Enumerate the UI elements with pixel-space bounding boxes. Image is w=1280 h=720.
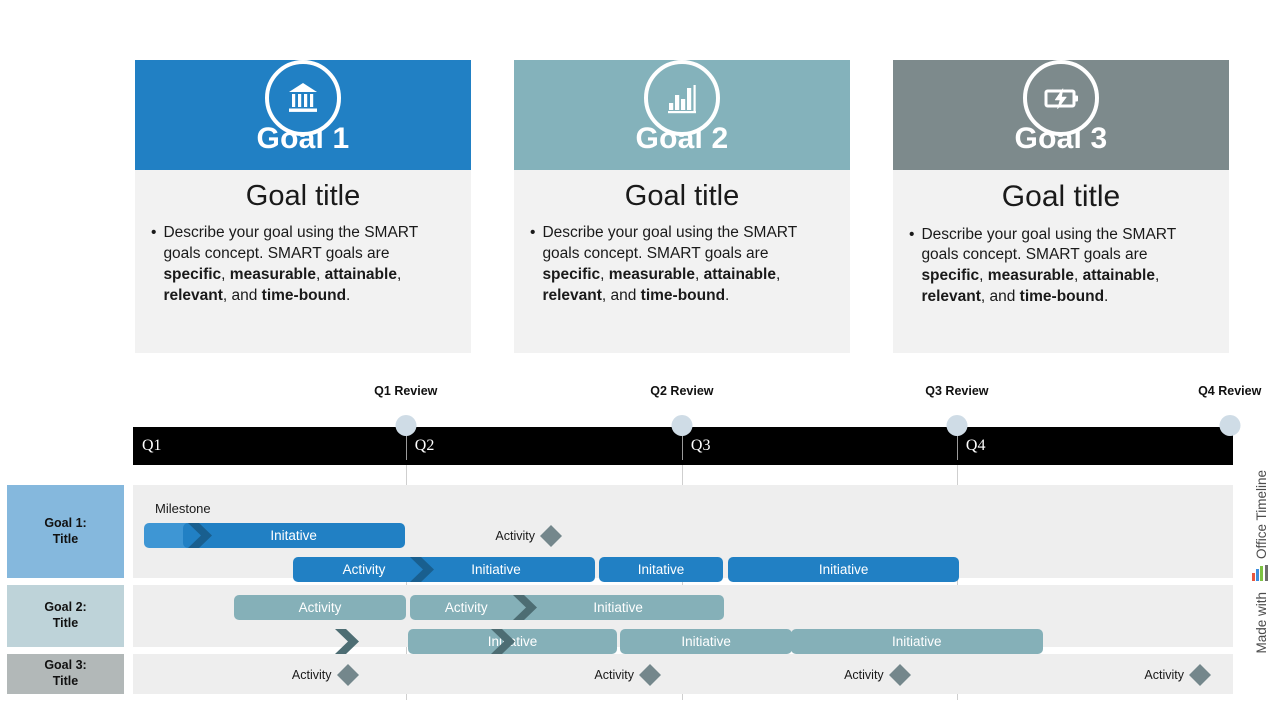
activity-diamond-label: Activity — [495, 529, 535, 543]
quarter-label-q4: Q4 — [965, 437, 986, 454]
goal-card-bullet: • Describe your goal using the SMART goal… — [151, 223, 455, 307]
timeline-bar-label: Activity — [444, 600, 488, 615]
timeline-gridline — [405, 465, 407, 700]
timeline-bar-label: Initiative — [471, 562, 521, 577]
quarter-label-q2: Q2 — [414, 437, 435, 454]
activity-diamond-icon[interactable] — [539, 524, 563, 548]
goal-card-body-2: Goal title • Describe your goal using the … — [514, 170, 850, 353]
office-timeline-watermark: Office Timeline Made with — [1244, 470, 1278, 720]
quarter-label-q3: Q3 — [690, 437, 711, 454]
activity-diamond-icon[interactable] — [888, 663, 912, 687]
timeline-bar-label: Initiative — [891, 634, 942, 649]
quarter-separator — [956, 433, 958, 460]
review-label: Q4 Review — [1198, 384, 1262, 398]
quarter-separator — [681, 433, 683, 460]
bullet-dot-icon: • — [909, 225, 915, 243]
bank-columns-icon — [265, 60, 341, 136]
timeline-bar-label: Activity — [298, 600, 342, 615]
timeline-chevron-icon — [490, 629, 517, 654]
goal-row-label-line2: Title — [52, 674, 79, 688]
battery-charging-icon — [1023, 60, 1099, 136]
timeline-gridline — [956, 465, 958, 700]
goal-card-body-1: Goal title • Describe your goal using the … — [135, 170, 471, 353]
activity-diamond-icon[interactable] — [638, 663, 662, 687]
bullet-dot-icon: • — [151, 224, 157, 242]
timeline-chevron-icon — [188, 523, 214, 548]
activity-diamond-label: Activity — [291, 668, 332, 682]
office-timeline-logo-icon — [1252, 565, 1270, 586]
timeline-bar[interactable]: Initiative — [728, 557, 960, 582]
timeline-gridline — [681, 465, 683, 700]
review-milestone-dot-icon[interactable] — [671, 415, 693, 436]
timeline-bar-label: Activity — [342, 562, 386, 577]
watermark-made-with-label: Made with — [1253, 592, 1269, 654]
goal-row-label-line1: Goal 2: — [44, 600, 87, 615]
goal-card-title: Goal title — [624, 180, 740, 212]
timeline-bar[interactable]: Activity — [234, 595, 406, 620]
goal-row-label-line1: Goal 1: — [44, 515, 87, 530]
timeline-row-band-3 — [133, 654, 1233, 694]
timeline-section: Q1 Review Q2 Review Q3 Review Q4 Review Q1 Q… — [0, 384, 1280, 720]
timeline-bar-label: Initative — [270, 528, 317, 543]
review-milestone-dot-icon[interactable] — [946, 415, 968, 436]
timeline-chevron-icon — [410, 557, 436, 582]
goal-row-label-3[interactable]: Goal 3:Title — [7, 654, 124, 694]
activity-diamond-label: Activity — [844, 668, 884, 682]
goal-row-label-line1: Goal 3: — [44, 658, 87, 673]
quarter-label-q1: Q1 — [142, 437, 162, 454]
goal-card-body-3: Goal title • Describe your goal using the … — [893, 170, 1229, 353]
timeline-bar[interactable]: Initative — [182, 523, 405, 548]
bullet-dot-icon: • — [530, 224, 536, 242]
timeline-bar[interactable]: Activity — [410, 595, 523, 620]
goal-card-bullet-text: Describe your goal using the SMART goals… — [542, 224, 797, 305]
timeline-chevron-icon — [512, 595, 539, 620]
activity-diamond-label: Activity — [1144, 668, 1184, 682]
timeline-bar-label: Initative — [637, 562, 685, 577]
goal-row-label-1[interactable]: Goal 1:Title — [7, 485, 124, 578]
timeline-bar-label: Initiative — [593, 600, 643, 615]
timeline-bar-label: Initiative — [818, 562, 869, 577]
review-label: Q2 Review — [650, 384, 714, 398]
goal-row-label-2[interactable]: Goal 2:Title — [7, 585, 124, 647]
milestone-label: Milestone — [155, 501, 211, 516]
bar-chart-icon — [644, 60, 720, 136]
activity-diamond-label: Activity — [594, 668, 634, 682]
activity-diamond-icon[interactable] — [336, 663, 360, 687]
quarter-separator — [405, 433, 407, 460]
review-label: Q3 Review — [925, 384, 989, 398]
timeline-bar-label: Initiative — [681, 634, 731, 649]
review-label: Q1 Review — [374, 384, 438, 398]
activity-diamond-icon[interactable] — [1188, 663, 1212, 687]
timeline-bar[interactable]: Initiative — [512, 595, 724, 620]
goal-row-label-line2: Title — [52, 531, 79, 546]
goal-card-bullet-text: Describe your goal using the SMART goals… — [921, 225, 1176, 306]
timeline-bar[interactable]: Initiative — [790, 629, 1043, 654]
goal-card-title: Goal title — [245, 180, 361, 212]
timeline-chevron-icon — [335, 629, 361, 654]
goal-card-bullet: • Describe your goal using the SMART goal… — [909, 225, 1213, 309]
timeline-bar[interactable]: Initiative — [620, 629, 792, 654]
goal-row-label-line2: Title — [52, 616, 79, 630]
timeline-bar[interactable]: Initative — [599, 557, 723, 582]
watermark-product-label: Office Timeline — [1253, 470, 1269, 560]
goal-card-bullet: • Describe your goal using the SMART goal… — [530, 223, 834, 307]
review-milestone-dot-icon[interactable] — [395, 415, 417, 436]
goal-card-title: Goal title — [1001, 180, 1121, 213]
goal-card-bullet-text: Describe your goal using the SMART goals… — [163, 224, 418, 305]
review-milestone-dot-icon[interactable] — [1219, 415, 1241, 436]
timeline-track: Q1 Review Q2 Review Q3 Review Q4 Review Q1 Q… — [133, 384, 1261, 720]
